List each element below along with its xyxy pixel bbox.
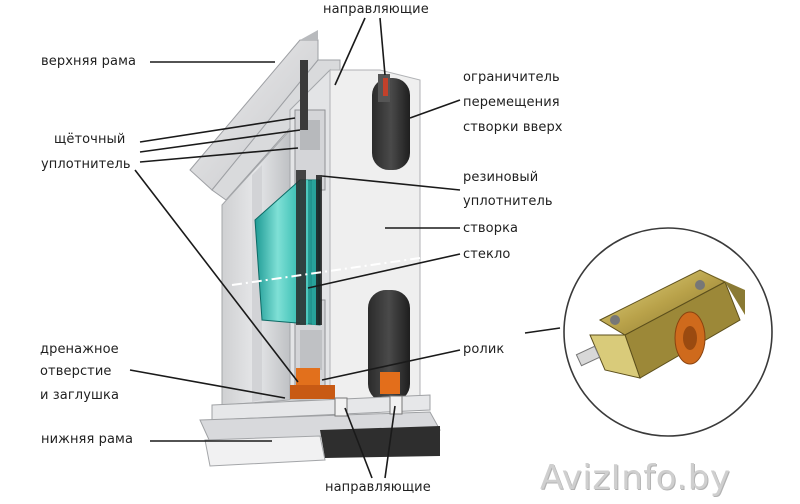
label-guides-bottom: направляющие [325,480,431,495]
label-glass: стекло [463,247,511,262]
roller-detail [563,227,773,437]
bottom-frame-shape [199,394,441,467]
label-limiter-2: перемещения [463,95,560,110]
lower-seal-shape [368,290,410,402]
leader-lines [129,17,561,479]
label-top-frame: верхняя рама [41,54,137,69]
label-brush-2: уплотнитель [41,157,131,172]
label-roller: ролик [463,342,505,357]
rubber-seal-shapes [296,60,322,325]
label-drain-2: отверстие [40,364,112,379]
label-sash: створка [463,221,519,236]
watermark-logo: AvizInfo.by [540,458,731,498]
label-brush-1: щёточный [54,132,126,147]
label-bottom-frame: нижняя рама [41,432,134,447]
label-guides-top: направляющие [323,2,429,17]
label-drain-3: и заглушка [40,388,120,403]
limiter-shape [372,74,410,170]
label-rubber-2: уплотнитель [463,194,553,209]
label-limiter-1: ограничитель [463,70,560,85]
axis-line [231,257,421,286]
label-limiter-3: створки вверх [463,120,563,135]
drain-plug-shape [290,368,335,399]
label-drain-1: дренажное [40,342,119,357]
label-rubber-1: резиновый [463,170,539,185]
